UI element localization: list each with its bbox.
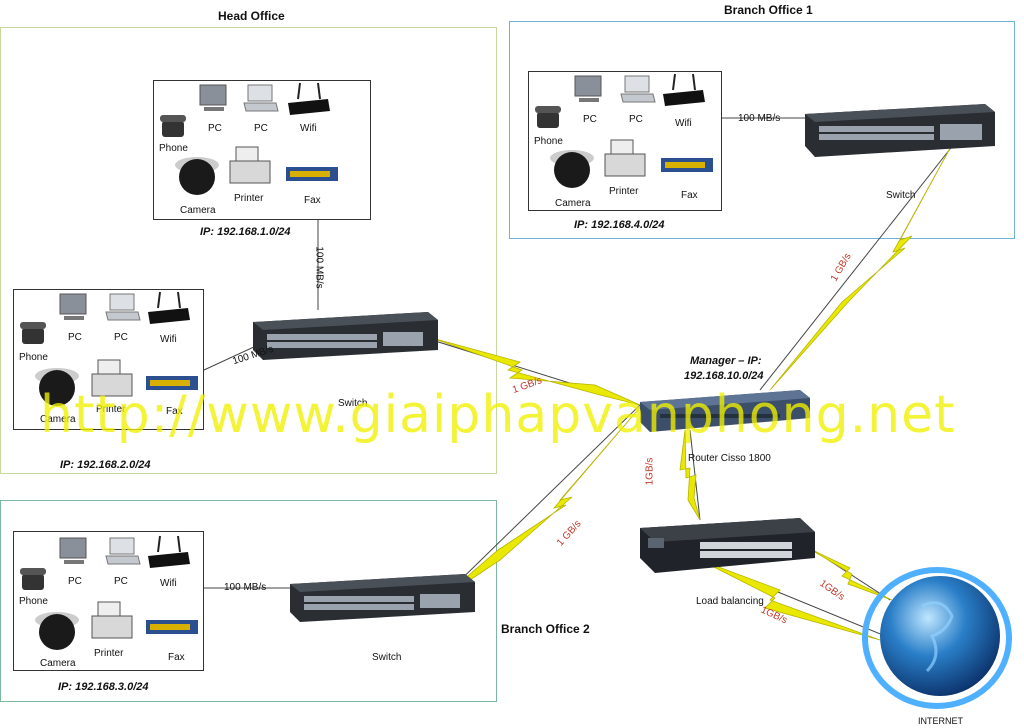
branch1-device-box: Phone PC PC Wifi Camera Printer Fax bbox=[528, 71, 722, 211]
wifi-router-icon bbox=[663, 73, 705, 106]
laptop-icon bbox=[620, 75, 656, 103]
head-left-ip: IP: 192.168.2.0/24 bbox=[60, 459, 151, 471]
internet-globe-icon[interactable] bbox=[862, 566, 1012, 711]
pc-label: PC bbox=[208, 123, 222, 134]
speed-router-lb: 1GB/s bbox=[644, 457, 656, 486]
branch1-switch-icon[interactable] bbox=[805, 102, 995, 157]
head-office-switch-icon[interactable] bbox=[253, 310, 438, 360]
camera-icon bbox=[550, 150, 594, 188]
branch2-title: Branch Office 2 bbox=[501, 622, 590, 636]
pc-label-2: PC bbox=[629, 114, 643, 125]
bolt-head-router bbox=[431, 337, 641, 406]
camera-label: Camera bbox=[180, 205, 216, 216]
phone-icon bbox=[20, 322, 46, 344]
branch2-switch-label: Switch bbox=[372, 652, 402, 663]
head-top-speed: 100 MB/s bbox=[313, 246, 325, 289]
wifi-label: Wifi bbox=[675, 118, 692, 129]
load-balancer-icon[interactable] bbox=[640, 518, 815, 573]
head-office-region bbox=[0, 27, 497, 474]
load-balancing-label: Load balancing bbox=[696, 596, 764, 607]
internet-label: INTERNET bbox=[918, 716, 963, 726]
printer-label: Printer bbox=[234, 193, 264, 204]
lightning-bolts bbox=[431, 129, 961, 641]
bolt-router-lb bbox=[679, 429, 701, 521]
printer-label: Printer bbox=[96, 404, 126, 415]
manager-ip-line1: Manager – IP: bbox=[690, 355, 762, 367]
router-label: Router Cisso 1800 bbox=[688, 453, 771, 464]
camera-label: Camera bbox=[555, 198, 591, 209]
camera-icon bbox=[175, 157, 219, 195]
phone-icon bbox=[535, 106, 561, 128]
fax-label: Fax bbox=[168, 652, 185, 663]
fax-icon bbox=[286, 167, 338, 181]
pc-label: PC bbox=[68, 332, 82, 343]
pc-label: PC bbox=[583, 114, 597, 125]
head-top-ip: IP: 192.168.1.0/24 bbox=[200, 226, 291, 238]
pc-label-2: PC bbox=[114, 576, 128, 587]
fax-label: Fax bbox=[304, 195, 321, 206]
link-router-branch2 bbox=[439, 404, 641, 601]
phone-label: Phone bbox=[534, 136, 563, 147]
wifi-label: Wifi bbox=[160, 578, 177, 589]
branch2-region bbox=[0, 500, 497, 702]
printer-label: Printer bbox=[94, 648, 124, 659]
wifi-router-icon bbox=[148, 291, 190, 324]
pc-icon bbox=[59, 537, 87, 564]
camera-label: Camera bbox=[40, 414, 76, 425]
fax-icon bbox=[661, 158, 713, 172]
pc-label-2: PC bbox=[254, 123, 268, 134]
printer-icon bbox=[91, 359, 133, 397]
branch1-region bbox=[509, 21, 1015, 239]
laptop-icon bbox=[105, 293, 141, 321]
bolt-lb-internet-b bbox=[699, 559, 881, 641]
fax-label: Fax bbox=[681, 190, 698, 201]
printer-icon bbox=[91, 601, 133, 639]
branch2-device-box: Phone PC PC Wifi Camera Printer Fax bbox=[13, 531, 204, 671]
wifi-label: Wifi bbox=[160, 334, 177, 345]
phone-icon bbox=[20, 568, 46, 590]
branch1-switch-label: Switch bbox=[886, 190, 916, 201]
wifi-router-icon bbox=[148, 535, 190, 568]
laptop-icon bbox=[243, 84, 279, 112]
fax-label: Fax bbox=[166, 406, 183, 417]
bolt-router-branch1 bbox=[769, 129, 961, 391]
pc-icon bbox=[59, 293, 87, 320]
camera-icon bbox=[35, 368, 79, 406]
pc-icon bbox=[574, 75, 602, 102]
printer-label: Printer bbox=[609, 186, 639, 197]
link-head-left-to-switch bbox=[203, 344, 259, 371]
wifi-label: Wifi bbox=[300, 123, 317, 134]
phone-icon bbox=[160, 115, 186, 137]
wifi-router-icon bbox=[288, 82, 330, 115]
branch2-ip: IP: 192.168.3.0/24 bbox=[58, 681, 149, 693]
branch2-switch-icon[interactable] bbox=[290, 572, 475, 622]
head-office-switch-label: Switch bbox=[338, 398, 368, 409]
branch1-speed: 100 MB/s bbox=[738, 113, 781, 124]
pc-label-2: PC bbox=[114, 332, 128, 343]
branch1-title: Branch Office 1 bbox=[724, 3, 813, 17]
branch1-ip: IP: 192.168.4.0/24 bbox=[574, 219, 665, 231]
phone-label: Phone bbox=[159, 143, 188, 154]
head-top-device-box: Phone PC PC Wifi Camera Printer Fax bbox=[153, 80, 371, 220]
printer-icon bbox=[229, 146, 271, 184]
fax-icon bbox=[146, 620, 198, 634]
manager-ip-line2: 192.168.10.0/24 bbox=[684, 370, 764, 382]
head-left-device-box: Phone PC PC Wifi Camera Printer Fax bbox=[13, 289, 204, 430]
camera-label: Camera bbox=[40, 658, 76, 669]
phone-label: Phone bbox=[19, 352, 48, 363]
link-router-branch1 bbox=[759, 129, 966, 391]
camera-icon bbox=[35, 612, 79, 650]
branch2-speed: 100 MB/s bbox=[224, 582, 267, 593]
phone-label: Phone bbox=[19, 596, 48, 607]
printer-icon bbox=[604, 139, 646, 177]
head-office-title: Head Office bbox=[218, 9, 285, 23]
pc-icon bbox=[199, 84, 227, 111]
router-icon[interactable] bbox=[640, 388, 810, 433]
laptop-icon bbox=[105, 537, 141, 565]
pc-label: PC bbox=[68, 576, 82, 587]
fax-icon bbox=[146, 376, 198, 390]
